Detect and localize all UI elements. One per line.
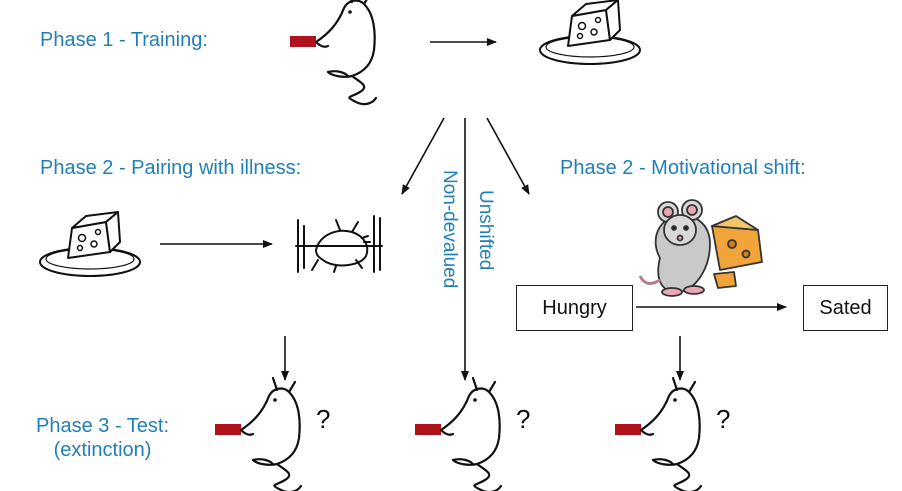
question-mark-3: ? bbox=[716, 404, 731, 434]
question-mark-1: ? bbox=[316, 404, 331, 434]
phase3-title: Phase 3 - Test: bbox=[36, 415, 170, 437]
nondevalued-label: Non-devalued bbox=[439, 170, 460, 289]
phase2-shift-label: Phase 2 - Motivational shift: bbox=[560, 157, 806, 179]
phase1-label: Phase 1 - Training: bbox=[40, 29, 208, 51]
hungry-box: Hungry bbox=[516, 285, 633, 331]
rat-with-cheese-icon bbox=[638, 199, 763, 297]
rat-pressing-lever-icon bbox=[213, 376, 303, 491]
phase3-subtitle: (extinction) bbox=[53, 439, 152, 461]
phase2-illness-label: Phase 2 - Pairing with illness: bbox=[40, 157, 302, 179]
question-mark-2: ? bbox=[516, 404, 531, 434]
rat-pressing-lever-icon bbox=[413, 376, 503, 491]
cheese-on-plate-icon bbox=[539, 0, 641, 65]
sick-rat-in-cage-icon bbox=[295, 215, 383, 273]
phase3-label: Phase 3 - Test: (extinction) bbox=[36, 414, 169, 462]
unshifted-label: Unshifted bbox=[475, 190, 496, 271]
cheese-on-plate-icon bbox=[39, 211, 141, 277]
rat-pressing-lever-icon bbox=[288, 0, 378, 106]
rat-pressing-lever-icon bbox=[613, 376, 703, 491]
sated-box: Sated bbox=[803, 285, 888, 331]
